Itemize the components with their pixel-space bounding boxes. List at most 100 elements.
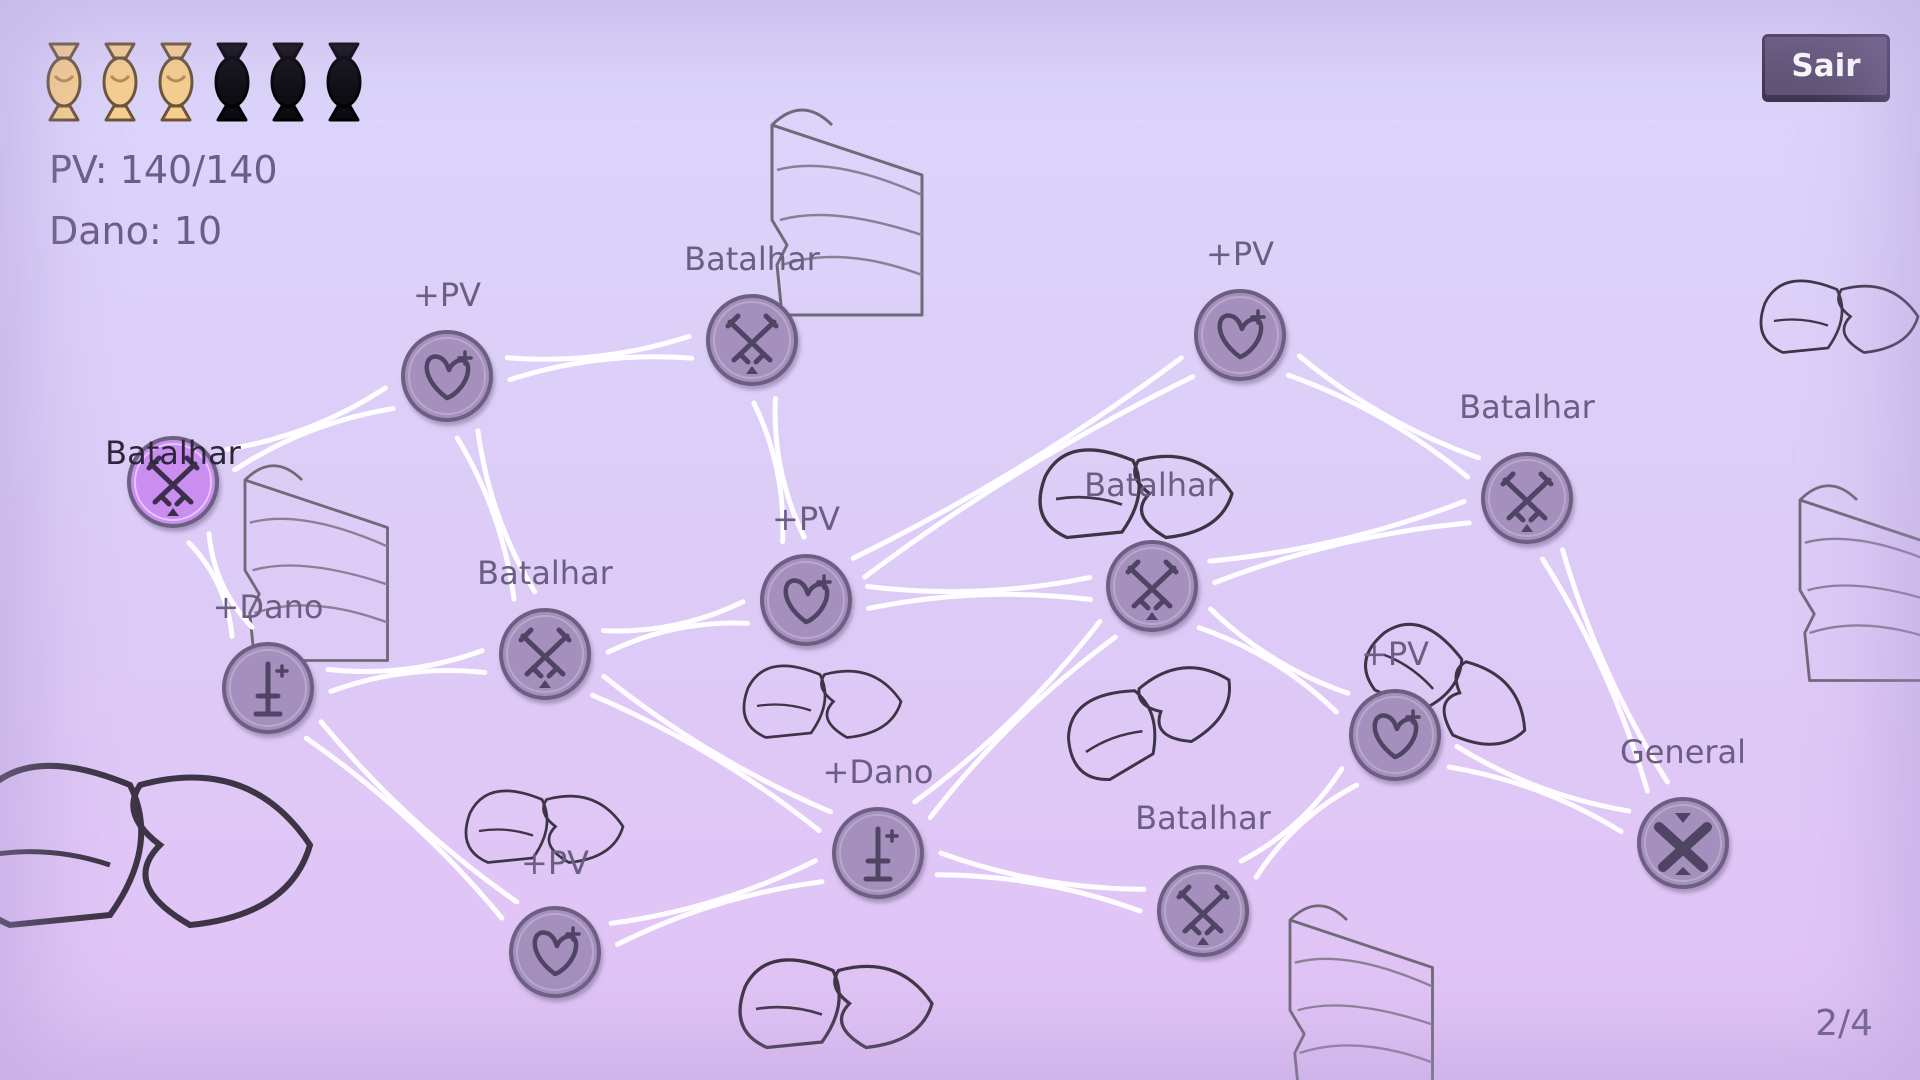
blob-decoration (738, 958, 934, 1050)
map-node-heal[interactable] (760, 554, 852, 646)
node-circle (509, 906, 601, 998)
map-node-damage[interactable] (222, 642, 314, 734)
map-path (186, 540, 235, 639)
crossed-swords-icon (1500, 471, 1554, 532)
map-node-battle[interactable] (127, 436, 219, 528)
cake-decoration (243, 464, 389, 662)
node-label: Batalhar (105, 434, 241, 472)
candy-empty-icon (214, 42, 250, 122)
map-node-battle[interactable] (706, 294, 798, 386)
cake-decoration (770, 108, 924, 317)
node-label: General (1619, 733, 1747, 771)
map-path (507, 354, 695, 383)
node-ring (767, 561, 845, 639)
map-path (504, 333, 692, 362)
map-node-damage[interactable] (832, 807, 924, 899)
map-path (206, 531, 255, 630)
map-path (865, 575, 1093, 595)
node-ring (134, 443, 212, 521)
crossed-swords-icon (1176, 884, 1230, 945)
node-circle (1194, 289, 1286, 381)
node-ring (839, 814, 917, 892)
map-path (751, 400, 786, 545)
map-path (1540, 556, 1650, 794)
hp-display: PV: 140/140 (49, 148, 278, 192)
candy-filled-icon (46, 42, 82, 122)
map-path (615, 879, 825, 947)
map-node-boss[interactable] (1637, 797, 1729, 889)
map-path (865, 591, 1093, 611)
map-path (601, 673, 833, 815)
sword-plus-icon (863, 826, 899, 882)
map-path (1253, 782, 1360, 880)
map-path (224, 385, 388, 452)
candy-filled-icon (158, 42, 194, 122)
map-node-heal[interactable] (1194, 289, 1286, 381)
candy-empty-icon (326, 42, 362, 122)
cake-decoration (1798, 484, 1920, 682)
map-path (1212, 520, 1472, 586)
map-path (328, 667, 488, 694)
blob-decoration (0, 766, 310, 925)
map-path (1285, 372, 1471, 480)
node-ring (1488, 459, 1566, 537)
map-path (1446, 764, 1624, 835)
map-path (1196, 625, 1339, 715)
map-path (1296, 353, 1482, 461)
node-ring (1356, 696, 1434, 774)
map-path (232, 406, 396, 473)
map-path (938, 850, 1147, 892)
map-path (600, 599, 746, 634)
crossed-swords-icon (1125, 559, 1179, 620)
map-node-heal[interactable] (401, 330, 493, 422)
map-node-battle[interactable] (1106, 540, 1198, 632)
map-path (605, 620, 751, 655)
map-nodes (127, 289, 1729, 998)
node-ring (1644, 804, 1722, 882)
map-path (325, 648, 485, 675)
node-label: +Dano (212, 588, 324, 626)
heart-plus-icon (1372, 709, 1421, 760)
map-node-heal[interactable] (509, 906, 601, 998)
node-label: Batalhar (1135, 799, 1271, 837)
sword-plus-icon (253, 661, 289, 717)
map-path (1238, 766, 1345, 864)
node-label: +PV (1206, 235, 1274, 273)
map-node-battle[interactable] (1481, 452, 1573, 544)
map-path (1207, 498, 1467, 564)
map-node-heal[interactable] (1349, 689, 1441, 781)
candy-filled-icon (102, 42, 138, 122)
node-label: Batalhar (684, 240, 820, 278)
map-path (850, 355, 1184, 561)
map-path (862, 374, 1196, 580)
node-ring (1201, 296, 1279, 374)
node-label: Batalhar (477, 554, 613, 592)
node-label: Batalhar (1459, 388, 1595, 426)
map-path (303, 735, 505, 921)
node-ring (506, 615, 584, 693)
map-path (772, 395, 807, 540)
node-label: +Dano (822, 753, 934, 791)
node-ring (1164, 872, 1242, 950)
blob-decoration (742, 664, 903, 739)
node-ring (516, 913, 594, 991)
exit-button[interactable]: Sair (1762, 34, 1890, 98)
map-node-battle[interactable] (1157, 865, 1249, 957)
cake-decoration (1288, 904, 1434, 1080)
map-path (927, 634, 1118, 821)
candy-empty-icon (270, 42, 306, 122)
heart-plus-icon (783, 574, 832, 625)
blob-decoration (1052, 642, 1248, 792)
boss-crossed-swords-icon (1654, 813, 1712, 875)
map-node-battle[interactable] (499, 608, 591, 700)
node-ring (713, 301, 791, 379)
map-path (608, 858, 818, 926)
map-path (1454, 743, 1632, 814)
candy-counter (46, 42, 362, 122)
node-ring (229, 649, 307, 727)
map-path (454, 435, 517, 602)
node-circle (760, 554, 852, 646)
map-paths (186, 333, 1670, 947)
